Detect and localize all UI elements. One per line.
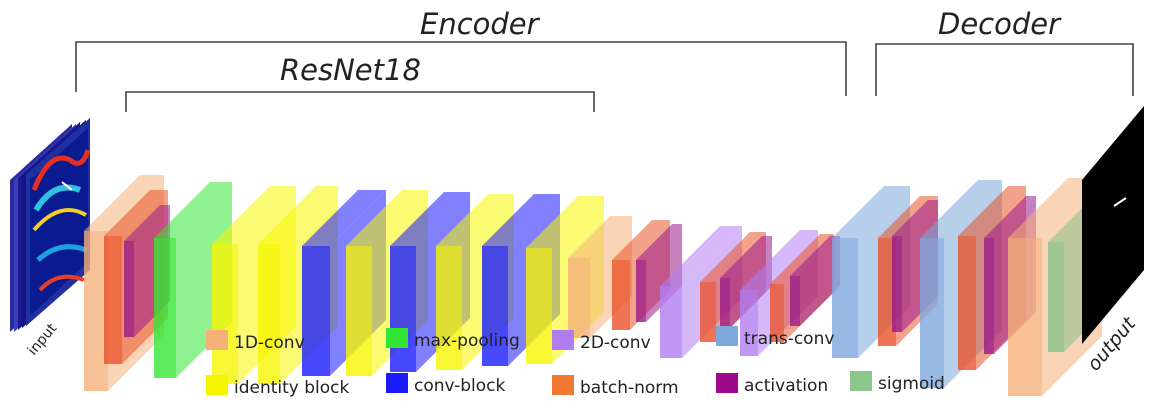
decoder-bracket [875,43,1134,96]
legend-swatch [716,326,738,346]
output-image [1082,106,1144,344]
encoder-title: Encoder [420,7,541,41]
legend-item: activation [716,373,828,396]
legend-swatch [206,330,228,350]
decoder-title: Decoder [938,7,1062,41]
legend-label: sigmoid [878,374,945,394]
input-image [10,118,91,332]
legend-swatch [386,328,408,348]
layer-activation [636,224,682,322]
legend-swatch [716,373,738,393]
resnet-bracket [125,91,595,112]
encoder-bracket [75,41,847,96]
legend-swatch [850,371,872,391]
legend-label: identity block [234,378,350,398]
legend-item: max-pooling [386,328,520,351]
legend-label: max-pooling [414,331,520,351]
legend-label: batch-norm [580,378,679,398]
legend-label: trans-conv [744,329,834,349]
layer-conv1d [568,216,632,338]
legend-label: 2D-conv [580,333,651,353]
legend-swatch [552,375,574,395]
legend-swatch [386,373,408,393]
legend-item: trans-conv [716,326,834,349]
legend: 1D-conv max-pooling 2D-conv trans-conv ident… [206,326,945,398]
legend-swatch [552,330,574,350]
legend-swatch [206,375,228,395]
legend-label: 1D-conv [234,333,305,353]
layer-activation [790,236,840,326]
legend-item: sigmoid [850,371,945,394]
layer-stack [84,175,1110,396]
legend-label: activation [744,376,828,396]
legend-item: conv-block [386,373,506,396]
legend-item: identity block [206,375,350,398]
legend-item: batch-norm [552,375,679,398]
legend-item: 1D-conv [206,330,305,353]
resnet-title: ResNet18 [280,53,421,87]
input-label: input [25,320,61,358]
legend-label: conv-block [414,376,506,396]
legend-item: 2D-conv [552,330,651,353]
